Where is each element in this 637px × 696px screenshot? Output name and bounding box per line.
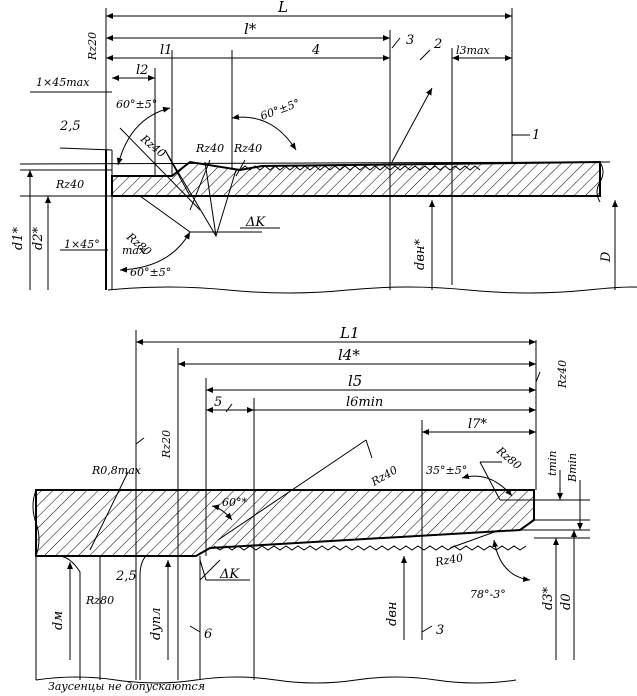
dupl-label: dупл xyxy=(149,607,164,640)
dim-l6min: l6min xyxy=(346,395,383,410)
dim-l1: l1 xyxy=(160,43,172,58)
r08max-label: R0,8max xyxy=(91,464,142,477)
label-1: 1 xyxy=(532,128,540,143)
rz40-mid: Rz40 xyxy=(368,463,400,489)
dim-L1: L1 xyxy=(339,324,360,342)
delta-k-top: ΔK xyxy=(245,215,266,230)
dim-4: 4 xyxy=(311,43,320,58)
rz40-b: Rz40 xyxy=(195,142,224,155)
rz40-d: Rz40 xyxy=(55,178,84,191)
dim-l-star: l* xyxy=(244,20,257,38)
rz40-right: Rz40 xyxy=(556,360,569,389)
d3-label: d3* xyxy=(541,586,556,610)
dim-l4: l4* xyxy=(338,346,360,364)
rz40-low: Rz40 xyxy=(433,551,464,569)
angle-bottom: 60°±5° xyxy=(130,266,171,279)
angle-78: 78°-3° xyxy=(470,588,506,601)
top-view xyxy=(19,8,637,294)
label-5: 5 xyxy=(214,395,222,410)
label-2-5-bottom: 2,5 xyxy=(115,569,137,584)
dim-l5: l5 xyxy=(348,372,362,390)
delta-k-bottom: ΔK xyxy=(219,567,240,582)
top-thread-teeth xyxy=(239,165,481,171)
D-label: D xyxy=(599,251,614,263)
d1-label: d1* xyxy=(11,226,26,250)
rz80-right: Rz80 xyxy=(493,444,524,473)
dvn-bottom: dвн xyxy=(385,602,400,626)
label-3-bottom: 3 xyxy=(436,623,444,638)
rz80-left: Rz80 xyxy=(85,594,114,607)
angle-60: 60°* xyxy=(222,496,247,509)
dim-l2: l2 xyxy=(136,63,148,78)
rz40-a: Rz40 xyxy=(137,132,168,161)
rz80-max: max xyxy=(122,244,146,257)
rz20-top: Rz20 xyxy=(86,32,99,61)
angle-35: 35°±5° xyxy=(426,464,467,477)
dim-l3max: l3max xyxy=(456,44,491,57)
bottom-view xyxy=(32,330,590,684)
caption-no-burrs: Заусенцы не допускаются xyxy=(48,680,205,693)
tmin-label: tmin xyxy=(546,451,559,476)
bottom-thread-teeth xyxy=(213,545,527,551)
d2-label: d2* xyxy=(31,226,46,250)
angle-right: 60°±5° xyxy=(259,97,302,123)
chamfer-top: 1×45max xyxy=(36,76,90,89)
angle-left: 60°±5° xyxy=(116,98,157,111)
d0-label: d0 xyxy=(559,593,574,610)
dm-label: dм xyxy=(51,611,66,630)
label-2-5-top: 2,5 xyxy=(59,119,81,134)
bmin-label: Bmin xyxy=(566,453,579,483)
dim-l7: l7* xyxy=(468,417,487,432)
label-2: 2 xyxy=(433,37,442,52)
rz40-c: Rz40 xyxy=(233,142,262,155)
label-3: 3 xyxy=(406,33,414,48)
dim-L: L xyxy=(277,0,288,16)
bottom-pipe-wall xyxy=(35,489,535,557)
rz20-bottom: Rz20 xyxy=(160,430,173,459)
label-6: 6 xyxy=(204,627,212,642)
chamfer-bottom: 1×45° xyxy=(64,238,100,251)
dvn-top: dвн* xyxy=(413,239,428,270)
